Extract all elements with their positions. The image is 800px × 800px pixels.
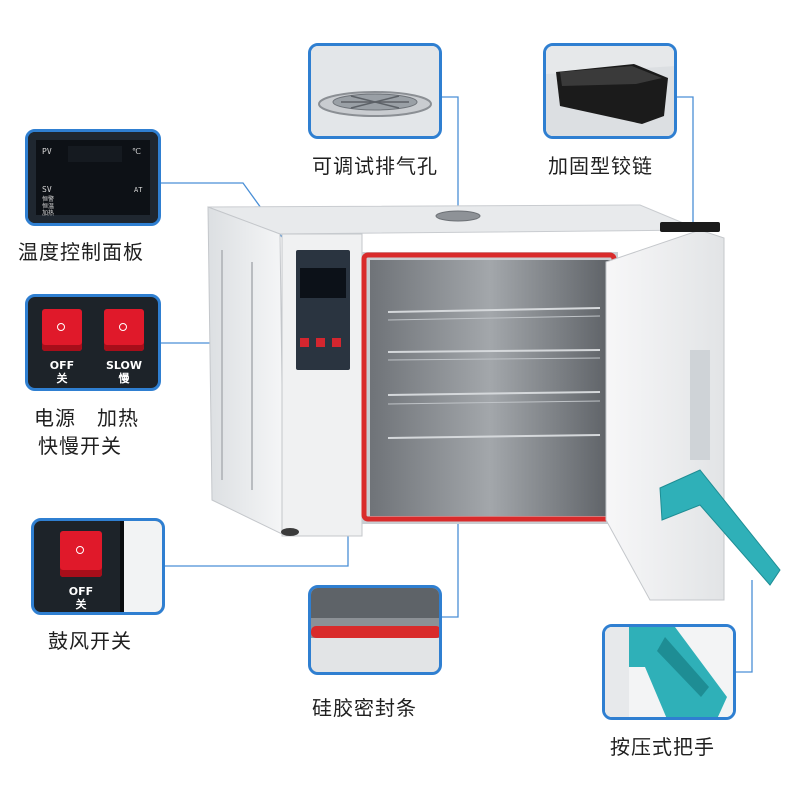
vent-detail-image xyxy=(311,46,439,136)
off-switch-circle-icon xyxy=(57,323,65,331)
slow-caption-en: SLOW xyxy=(105,359,143,372)
power-heat-switch-label-line2: 快慢开关 xyxy=(38,434,122,458)
seal-detail-box xyxy=(308,585,442,675)
panel-side-text-2: 恒温 xyxy=(42,202,54,210)
power-heat-switch-label-line1: 电源 加热 xyxy=(34,406,139,430)
panel-side-text-3: 加热 xyxy=(42,209,54,217)
hinge-detail-image xyxy=(546,46,674,136)
fan-off-caption-cn: 关 xyxy=(75,598,87,611)
slow-caption-cn: 慢 xyxy=(118,372,130,385)
handle-detail-image xyxy=(605,627,733,717)
fan-off-caption: OFF 关 xyxy=(60,585,102,611)
fan-off-circle-icon xyxy=(76,546,84,554)
vent-detail-box xyxy=(308,43,442,139)
seal-label: 硅胶密封条 xyxy=(312,696,417,720)
unit-label: ℃ xyxy=(132,147,141,156)
off-switch-button xyxy=(42,309,82,351)
control-panel-detail-box: PV SV ℃ AT 恒警 恒温 加热 xyxy=(25,129,161,226)
slow-switch-circle-icon xyxy=(119,323,127,331)
slow-caption: SLOW 慢 xyxy=(100,359,148,385)
hinge-detail-box xyxy=(543,43,677,139)
fan-off-caption-en: OFF xyxy=(68,585,94,598)
fan-switch-label: 鼓风开关 xyxy=(48,629,132,653)
handle-label: 按压式把手 xyxy=(610,735,715,759)
sv-label: SV xyxy=(42,185,52,194)
off-caption-cn: 关 xyxy=(56,372,68,385)
control-panel-detail-image: PV SV ℃ AT 恒警 恒温 加热 xyxy=(28,132,158,223)
off-caption: OFF 关 xyxy=(42,359,82,385)
slow-switch-button xyxy=(104,309,144,351)
seal-detail-image xyxy=(311,588,439,672)
fan-panel-edge xyxy=(120,521,162,612)
vent-label: 可调试排气孔 xyxy=(312,154,438,178)
at-label: AT xyxy=(134,186,143,194)
fan-switch-detail-box: OFF 关 xyxy=(31,518,165,615)
power-heat-switch-detail-box: OFF 关 SLOW 慢 xyxy=(25,294,161,391)
hinge-label: 加固型铰链 xyxy=(548,154,653,178)
off-caption-en: OFF xyxy=(49,359,75,372)
control-panel-label: 温度控制面板 xyxy=(18,240,144,264)
pv-label: PV xyxy=(42,147,52,156)
handle-detail-box xyxy=(602,624,736,720)
fan-off-switch-button xyxy=(60,531,102,577)
panel-side-text-1: 恒警 xyxy=(42,195,54,203)
